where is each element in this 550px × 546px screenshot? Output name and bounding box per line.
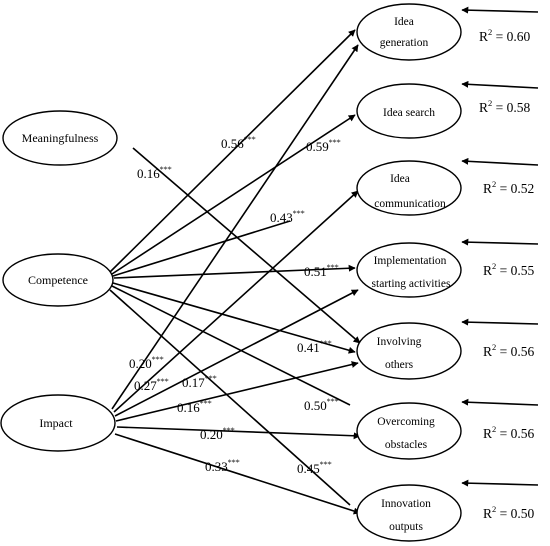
path-competence-idea-generation [109, 29, 356, 273]
source-impact: Impact [0, 394, 116, 452]
outcome-idea-generation-line-2: generation [380, 37, 429, 49]
path-competence-idea-search [111, 114, 356, 275]
path-competence-innovation-outputs [109, 289, 351, 506]
r2-idea-generation: R2 = 0.60 [479, 27, 531, 44]
coef-impact-overcoming-obstacles: 0.20*** [200, 426, 235, 442]
outcome-idea-generation: Idea generation [356, 3, 462, 61]
coef-impact-idea-communication: 0.27*** [134, 377, 169, 393]
outcome-implementation: Implementation starting activities [356, 242, 462, 298]
outcome-involving-others: Involving others [356, 322, 462, 380]
outcome-innovation-outputs-line-2: outputs [389, 521, 423, 533]
coef-competence-overcoming-obstacles: 0.50*** [304, 397, 339, 413]
outcome-overcoming-obstacles: Overcoming obstacles [356, 402, 462, 460]
coef-competence-innovation-outputs: 0.45*** [297, 460, 332, 476]
r2-innovation-outputs: R2 = 0.50 [483, 504, 535, 521]
path-meaningfulness-involving-others [132, 147, 361, 344]
coef-impact-implementation: 0.17*** [182, 374, 217, 390]
coef-competence-idea-generation: 0.56*** [221, 135, 256, 151]
coef-impact-involving-others: 0.16*** [177, 399, 212, 415]
coef-impact-idea-generation: 0.20*** [129, 355, 164, 371]
error-arrow-innovation-outputs [461, 479, 539, 487]
outcome-idea-communication-line-1: Idea [390, 173, 410, 185]
coef-competence-idea-communication: 0.43*** [270, 209, 305, 225]
source-meaningfulness: Meaningfulness [2, 110, 118, 166]
outcome-implementation-line-1: Implementation [374, 255, 447, 267]
outcome-idea-search: Idea search [356, 83, 462, 139]
path-competence-idea-communication [112, 220, 291, 277]
path-impact-idea-communication [113, 190, 359, 413]
source-impact-label: Impact [39, 416, 73, 430]
coef-competence-idea-search: 0.59*** [306, 138, 341, 154]
path-impact-innovation-outputs [114, 433, 361, 515]
error-arrow-idea-communication [461, 157, 539, 166]
source-meaningfulness-label: Meaningfulness [22, 131, 99, 145]
outcome-overcoming-obstacles-line-2: obstacles [385, 439, 428, 451]
outcome-involving-others-line-2: others [385, 359, 414, 371]
r2-involving-others: R2 = 0.56 [483, 342, 535, 359]
path-competence-involving-others [112, 282, 356, 354]
outcome-overcoming-obstacles-line-1: Overcoming [377, 416, 435, 428]
path-competence-implementation [113, 264, 356, 279]
path-coefficients: 0.56*** 0.16*** 0.59*** 0.43*** 0.51*** … [129, 135, 341, 476]
coef-impact-innovation-outputs: 0.33*** [205, 458, 240, 474]
r2-idea-communication: R2 = 0.52 [483, 179, 534, 196]
path-impact-overcoming-obstacles [116, 426, 361, 440]
path-arrows [109, 6, 539, 515]
outcome-innovation-outputs-line-1: Innovation [381, 498, 431, 510]
error-arrow-involving-others [461, 318, 539, 326]
source-competence: Competence [2, 253, 114, 307]
error-arrow-implementation [461, 238, 539, 246]
outcome-idea-generation-line-1: Idea [394, 16, 414, 28]
outcome-implementation-line-2: starting activities [372, 278, 451, 290]
outcome-idea-communication: Idea communication [356, 160, 462, 216]
error-arrow-idea-generation [461, 6, 539, 14]
path-impact-idea-generation [111, 44, 359, 410]
coef-competence-involving-others: 0.41*** [297, 339, 332, 355]
outcome-involving-others-line-1: Involving [377, 336, 422, 348]
r2-idea-search: R2 = 0.58 [479, 98, 531, 115]
r2-overcoming-obstacles: R2 = 0.56 [483, 424, 535, 441]
coef-competence-implementation: 0.51*** [304, 263, 339, 279]
path-impact-involving-others [115, 361, 359, 422]
r2-labels: R2 = 0.60 R2 = 0.58 R2 = 0.52 R2 = 0.55 … [479, 27, 535, 521]
outcome-idea-communication-line-2: communication [374, 198, 446, 210]
path-competence-overcoming-obstacles [111, 285, 351, 406]
outcome-idea-search-line-1: Idea search [383, 107, 435, 119]
coef-meaningfulness-involving-others: 0.16*** [137, 165, 172, 181]
error-arrow-overcoming-obstacles [461, 398, 539, 406]
path-impact-implementation [114, 289, 359, 417]
error-arrow-idea-search [461, 80, 539, 89]
r2-implementation: R2 = 0.55 [483, 261, 535, 278]
source-competence-label: Competence [28, 273, 88, 287]
outcome-innovation-outputs: Innovation outputs [356, 484, 462, 542]
